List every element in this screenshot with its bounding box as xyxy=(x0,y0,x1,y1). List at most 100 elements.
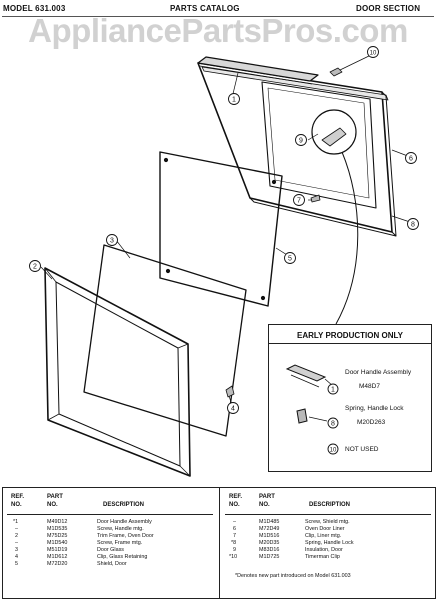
left-header-no: NO. xyxy=(11,502,22,508)
right-row-part: M1D516 xyxy=(259,533,280,539)
right-row-desc: Insulation, Door xyxy=(305,547,343,553)
callout-8-circle xyxy=(407,218,419,230)
early-callout-8: 8 xyxy=(331,421,335,428)
left-row-ref: – xyxy=(15,526,18,532)
right-row-desc: Screw, Shield mtg. xyxy=(305,519,350,525)
early-production-box: EARLY PRODUCTION ONLY 1 8 10 Door Handle… xyxy=(268,324,432,472)
left-row-desc: Screw, Handle mtg. xyxy=(97,526,144,532)
callout-4: 4 xyxy=(231,406,235,413)
right-row-part: M20D35 xyxy=(259,540,280,546)
left-row-ref: 3 xyxy=(15,547,18,553)
left-row-part: M1D540 xyxy=(47,540,68,546)
right-row-desc: Timerman Clip xyxy=(305,554,340,560)
left-row-desc: Screw, Frame mtg. xyxy=(97,540,143,546)
early-callout-10: 10 xyxy=(330,447,337,453)
callout-6: 6 xyxy=(409,156,413,163)
early-item2-name: Spring, Handle Lock xyxy=(345,405,404,412)
early-not-used: NOT USED xyxy=(345,446,379,453)
early-item1-part: M48D7 xyxy=(359,383,380,390)
header-divider xyxy=(2,16,434,17)
left-row-desc: Door Glass xyxy=(97,547,124,553)
left-row-ref: *1 xyxy=(13,519,19,525)
callout-2-circle xyxy=(29,260,41,272)
right-row-desc: Clip, Liner mtg. xyxy=(305,533,342,539)
detail-leader-line xyxy=(335,151,359,325)
model-number: MODEL 631.003 xyxy=(3,4,66,13)
right-row-ref: 6 xyxy=(233,526,236,532)
callout-9-circle xyxy=(295,134,307,146)
table-footnote: *Denotes new part introduced on Model 63… xyxy=(235,573,351,579)
left-row-ref: 5 xyxy=(15,561,18,567)
right-row-ref: *10 xyxy=(229,554,238,560)
early-handle-icon xyxy=(285,364,327,382)
oven-door-liner xyxy=(197,62,397,237)
callout-2: 2 xyxy=(33,264,37,271)
callout-7: 7 xyxy=(297,198,301,205)
timer-clip-part xyxy=(329,67,343,77)
left-header-part-no: NO. xyxy=(47,502,58,508)
detail-circle xyxy=(311,109,357,155)
right-row-ref: 9 xyxy=(233,547,236,553)
callout-5: 5 xyxy=(288,256,292,263)
left-row-desc: Trim Frame, Oven Door xyxy=(97,533,154,539)
callout-1-circle xyxy=(228,93,240,105)
right-header-part: PART xyxy=(259,494,275,500)
early-spring-icon xyxy=(296,408,308,424)
early-callout-1: 1 xyxy=(331,387,335,394)
trim-frame xyxy=(44,267,191,477)
right-row-ref: 7 xyxy=(233,533,236,539)
early-item2-part: M20D263 xyxy=(357,419,386,426)
left-row-desc: Shield, Door xyxy=(97,561,127,567)
left-header-ref: REF. xyxy=(11,494,25,500)
left-header-description: DESCRIPTION xyxy=(103,502,145,508)
left-row-part: M49D12 xyxy=(47,519,68,525)
right-header-ref: REF. xyxy=(229,494,243,500)
left-row-part: M1D535 xyxy=(47,526,68,532)
right-row-desc: Oven Door Liner xyxy=(305,526,345,532)
callout-10-circle xyxy=(367,46,379,58)
left-row-desc: Clip, Glass Retaining xyxy=(97,554,148,560)
right-row-part: M83D16 xyxy=(259,547,280,553)
right-row-ref: *8 xyxy=(231,540,237,546)
door-handle xyxy=(197,56,319,85)
callout-3: 3 xyxy=(110,238,114,245)
section-title: DOOR SECTION xyxy=(356,4,421,13)
left-row-ref: 2 xyxy=(15,533,18,539)
left-row-ref: 4 xyxy=(15,554,18,560)
callout-3-circle xyxy=(106,234,118,246)
callout-8: 8 xyxy=(411,222,415,229)
right-row-desc: Spring, Handle Lock xyxy=(305,540,354,546)
door-shield xyxy=(159,151,283,307)
early-item1-name: Door Handle Assembly xyxy=(345,369,412,376)
door-glass xyxy=(83,244,247,437)
glass-retaining-clip xyxy=(225,385,235,398)
right-row-part: M1D485 xyxy=(259,519,280,525)
left-header-part: PART xyxy=(47,494,63,500)
left-row-part: M1D612 xyxy=(47,554,68,560)
parts-table: REF. NO. PART NO. DESCRIPTION REF. NO. P… xyxy=(2,487,436,599)
callout-1: 1 xyxy=(232,97,236,104)
catalog-title: PARTS CATALOG xyxy=(170,4,240,13)
left-row-part: M51D19 xyxy=(47,547,68,553)
callout-10: 10 xyxy=(370,51,377,57)
right-header-part-no: NO. xyxy=(259,502,270,508)
right-row-part: M72D49 xyxy=(259,526,280,532)
liner-clip-part xyxy=(310,194,321,203)
callout-5-circle xyxy=(284,252,296,264)
watermark: AppliancePartsPros.com xyxy=(28,12,408,49)
right-row-part: M1D725 xyxy=(259,554,280,560)
left-row-desc: Door Handle Assembly xyxy=(97,519,152,525)
early-production-title: EARLY PRODUCTION ONLY xyxy=(297,331,403,340)
left-row-part: M72D20 xyxy=(47,561,68,567)
early-production-drawings: 1 8 10 xyxy=(285,364,339,455)
left-row-ref: – xyxy=(15,540,18,546)
right-header-no: NO. xyxy=(229,502,240,508)
right-header-description: DESCRIPTION xyxy=(309,502,351,508)
right-row-ref: – xyxy=(233,519,236,525)
callout-7-circle xyxy=(293,194,305,206)
callout-6-circle xyxy=(405,152,417,164)
left-row-part: M75D25 xyxy=(47,533,68,539)
callout-4-circle xyxy=(227,402,239,414)
callout-9: 9 xyxy=(299,138,303,145)
